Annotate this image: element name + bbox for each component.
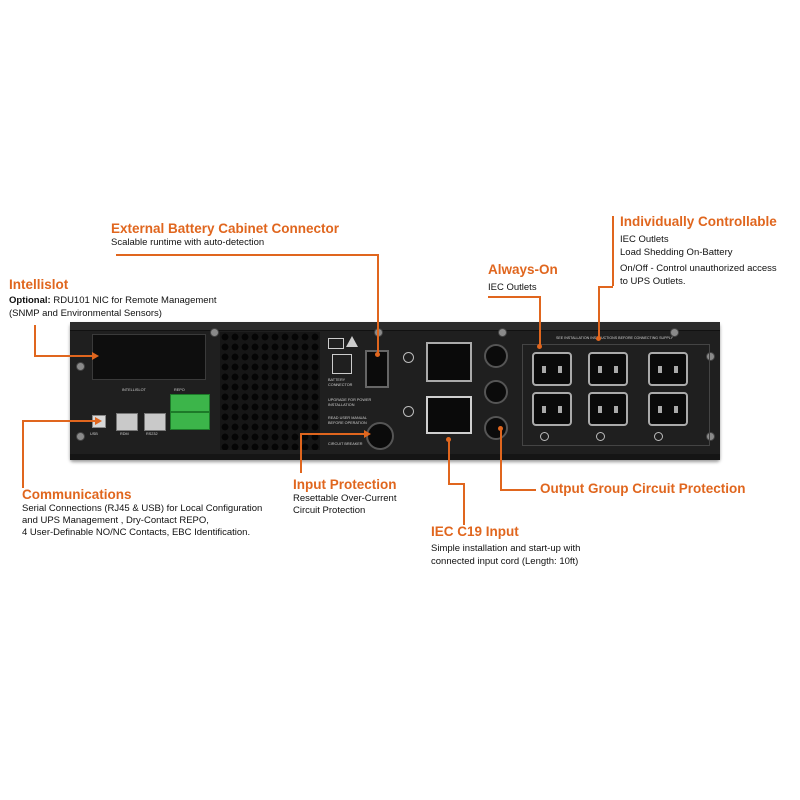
communications-line1: Serial Connections (RJ45 & USB) for Loca… xyxy=(22,503,263,514)
callout-line xyxy=(116,254,378,256)
c20-outlet[interactable] xyxy=(426,342,472,382)
callout-line xyxy=(377,254,379,354)
callout-line xyxy=(500,428,502,490)
callout-line xyxy=(448,440,450,484)
outlet-iec-5[interactable] xyxy=(588,392,628,426)
chassis-bottom-edge xyxy=(70,454,720,460)
intellislot-optional-label: Optional: xyxy=(9,295,51,306)
external-battery-desc: Scalable runtime with auto-detection xyxy=(111,237,265,248)
always-on-title: Always-On xyxy=(488,262,558,277)
ground-icon xyxy=(403,352,414,363)
callout-line xyxy=(598,286,600,338)
rs232-port[interactable] xyxy=(144,413,166,431)
chassis-top-edge xyxy=(70,322,720,331)
screw-icon xyxy=(706,352,715,361)
vent-grille xyxy=(220,332,320,450)
callout-dot xyxy=(498,426,503,431)
callout-line xyxy=(539,296,541,346)
callout-line xyxy=(448,483,464,485)
panel-label-circuit-breaker: CIRCUIT BREAKER xyxy=(328,442,363,446)
callout-line xyxy=(34,325,36,355)
group-breaker-icon[interactable] xyxy=(540,432,549,441)
group-breaker-icon[interactable] xyxy=(654,432,663,441)
panel-label-battery-connector: BATTERY CONNECTOR xyxy=(328,378,353,387)
outlet-iec-6[interactable] xyxy=(648,392,688,426)
outlet-iec-1[interactable] xyxy=(532,352,572,386)
callout-dot xyxy=(596,336,601,341)
battery-diagram-icon xyxy=(332,354,352,374)
individually-controllable-line4: to UPS Outlets. xyxy=(620,276,686,287)
outlet-group-frame xyxy=(522,344,710,446)
callout-line xyxy=(500,489,536,491)
callout-arrow xyxy=(95,417,102,425)
panel-label-upgrade: UPGRADE FOR POWER INSTALLATION xyxy=(328,398,372,407)
callout-line xyxy=(22,420,24,488)
outlet-iec-4[interactable] xyxy=(532,392,572,426)
intellislot-bay[interactable] xyxy=(92,334,206,380)
always-on-breaker[interactable] xyxy=(484,344,508,368)
callout-line xyxy=(612,216,614,286)
contact-terminal-block[interactable] xyxy=(170,412,210,430)
intellislot-line1: Optional: RDU101 NIC for Remote Manageme… xyxy=(9,295,217,308)
input-protection-line2: Circuit Protection xyxy=(293,505,366,516)
always-on-desc: IEC Outlets xyxy=(488,282,537,293)
panel-label-read-user: READ USER MANUAL BEFORE OPERATION xyxy=(328,416,367,425)
panel-label-rs232: RS232 xyxy=(146,432,158,436)
outlet-iec-2[interactable] xyxy=(588,352,628,386)
callout-arrow xyxy=(364,430,371,438)
communications-line2: and UPS Management , Dry-Contact REPO, xyxy=(22,515,209,526)
panel-label-rdm: RDM xyxy=(120,432,129,436)
repo-terminal-block[interactable] xyxy=(170,394,210,412)
panel-label-intellislot: INTELLISLOT xyxy=(122,388,146,392)
callout-line xyxy=(34,355,94,357)
individually-controllable-line1: IEC Outlets xyxy=(620,234,669,245)
iec-c19-input[interactable] xyxy=(426,396,472,434)
rdm-port[interactable] xyxy=(116,413,138,431)
intellislot-line1-text: RDU101 NIC for Remote Management xyxy=(50,295,217,306)
iec-c19-title: IEC C19 Input xyxy=(431,524,519,539)
screw-icon xyxy=(670,328,679,337)
callout-line xyxy=(300,433,365,435)
manual-icon xyxy=(328,338,344,349)
output-group-title: Output Group Circuit Protection xyxy=(540,481,746,496)
panel-label-usb: USB xyxy=(90,432,98,436)
ups-rear-panel: INTELLISLOT REPO USB RDM RS232 BATTERY C… xyxy=(70,322,720,460)
input-protection-title: Input Protection xyxy=(293,477,397,492)
intellislot-line2: (SNMP and Environmental Sensors) xyxy=(9,308,162,319)
ground-icon xyxy=(403,406,414,417)
iec-c19-line1: Simple installation and start-up with xyxy=(431,543,581,554)
intellislot-title: Intellislot xyxy=(9,277,69,292)
screw-icon xyxy=(498,328,507,337)
outlet-iec-3[interactable] xyxy=(648,352,688,386)
always-on-breaker[interactable] xyxy=(484,380,508,404)
group-breaker-icon[interactable] xyxy=(596,432,605,441)
iec-c19-line2: connected input cord (Length: 10ft) xyxy=(431,556,579,567)
warning-icon xyxy=(346,336,358,347)
screw-icon xyxy=(210,328,219,337)
individually-controllable-title: Individually Controllable xyxy=(620,214,777,229)
callout-dot xyxy=(537,344,542,349)
callout-line xyxy=(463,483,465,525)
communications-line3: 4 User-Definable NO/NC Contacts, EBC Ide… xyxy=(22,527,251,538)
individually-controllable-line2: Load Shedding On-Battery xyxy=(620,247,733,258)
individually-controllable-line3: On/Off - Control unauthorized access xyxy=(620,263,777,274)
input-protection-line1: Resettable Over-Current xyxy=(293,493,397,504)
callout-dot xyxy=(375,352,380,357)
always-on-breaker[interactable] xyxy=(484,416,508,440)
communications-title: Communications xyxy=(22,487,132,502)
callout-line xyxy=(22,420,97,422)
screw-icon xyxy=(76,362,85,371)
screw-icon xyxy=(706,432,715,441)
callout-line xyxy=(488,296,540,298)
callout-arrow xyxy=(92,352,99,360)
callout-dot xyxy=(446,437,451,442)
screw-icon xyxy=(76,432,85,441)
panel-label-repo: REPO xyxy=(174,388,185,392)
panel-warning-strip: SEE INSTALLATION INSTRUCTIONS BEFORE CON… xyxy=(556,336,674,340)
external-battery-title: External Battery Cabinet Connector xyxy=(111,221,340,236)
callout-line xyxy=(300,433,302,473)
screw-icon xyxy=(374,328,383,337)
callout-line xyxy=(598,286,613,288)
